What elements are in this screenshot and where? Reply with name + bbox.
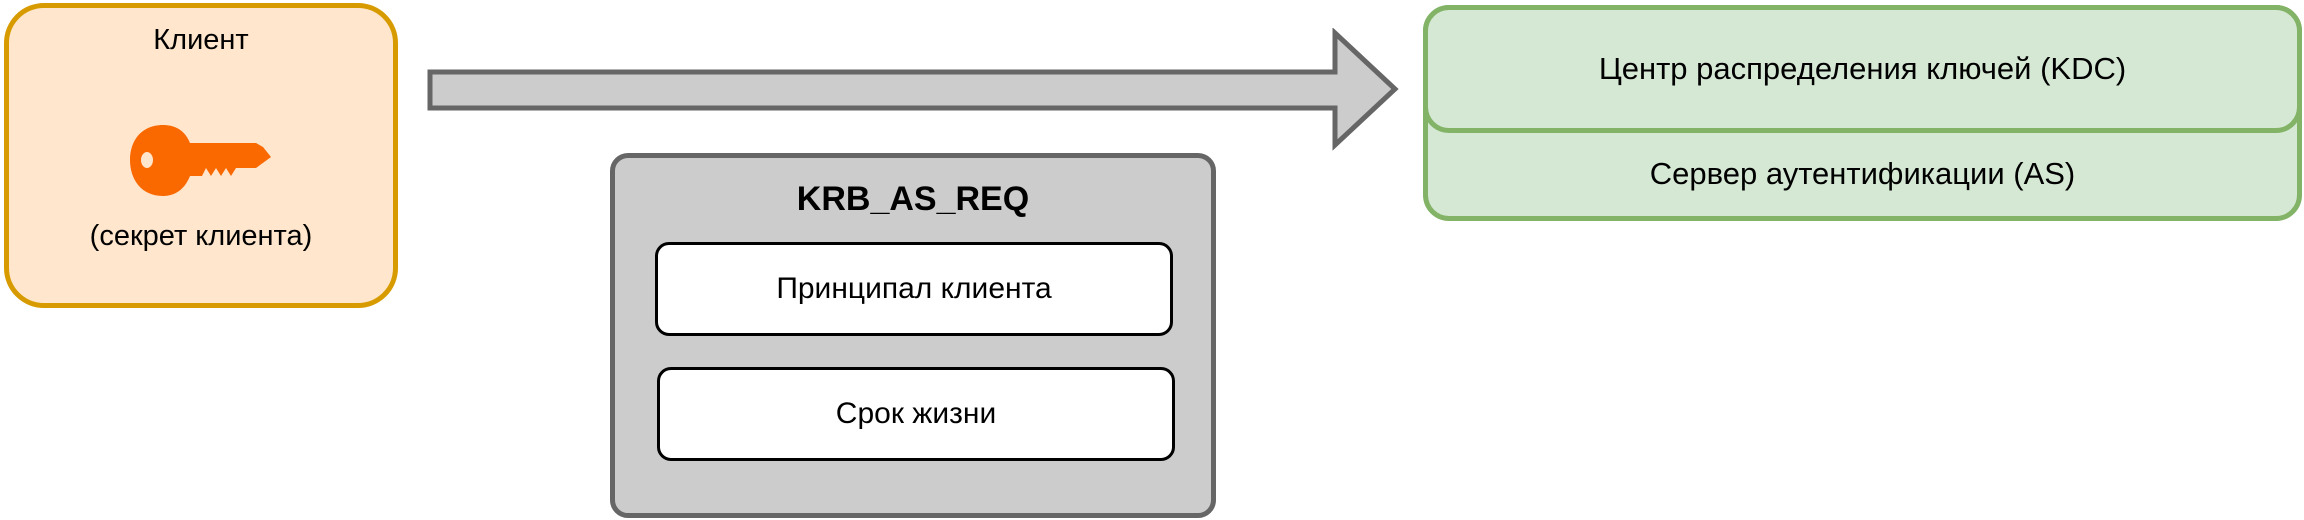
client-box: Клиент (секрет клиента) [4,3,398,308]
key-icon [130,125,271,196]
kdc-title: Центр распределения ключей (KDC) [1423,5,2302,133]
client-title: Клиент [153,24,249,56]
client-secret-label: (секрет клиента) [89,220,313,252]
kdc-box: Центр распределения ключей (KDC) Сервер … [1423,5,2302,221]
request-arrow [427,28,1399,151]
field-lifetime: Срок жизни [657,367,1175,461]
krb-as-req-message: KRB_AS_REQ Принципал клиента Срок жизни [610,153,1216,518]
as-label: Сервер аутентификации (AS) [1649,156,2076,191]
field-client-principal: Принципал клиента [655,242,1173,336]
message-title: KRB_AS_REQ [796,180,1030,218]
